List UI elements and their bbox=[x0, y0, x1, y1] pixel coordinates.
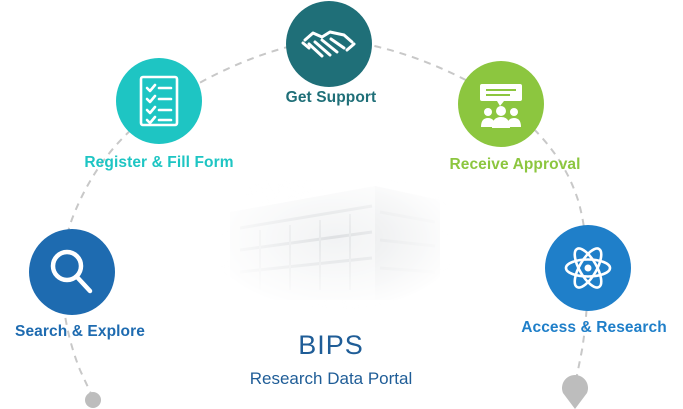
step-label-search-explore: Search & Explore bbox=[15, 323, 145, 340]
step-get-support bbox=[286, 1, 372, 87]
step-label-register-form: Register & Fill Form bbox=[84, 154, 234, 171]
step-receive-approval bbox=[458, 61, 544, 147]
step-search-explore bbox=[29, 229, 115, 315]
step-label-receive-approval: Receive Approval bbox=[449, 156, 581, 173]
step-label-get-support: Get Support bbox=[285, 89, 377, 106]
portal-title: BIPS bbox=[298, 330, 364, 360]
atom-icon bbox=[564, 247, 612, 289]
checklist-icon bbox=[139, 75, 179, 127]
building-illustration bbox=[220, 180, 450, 310]
end-marker-pin bbox=[562, 375, 588, 409]
start-marker bbox=[85, 392, 101, 408]
step-access-research bbox=[545, 225, 631, 311]
portal-subtitle: Research Data Portal bbox=[249, 369, 413, 388]
step-label-access-research: Access & Research bbox=[521, 319, 667, 336]
step-register-form bbox=[116, 58, 202, 144]
magnifier-icon bbox=[50, 249, 93, 294]
group-message-icon bbox=[480, 84, 522, 128]
handshake-icon bbox=[301, 30, 356, 58]
